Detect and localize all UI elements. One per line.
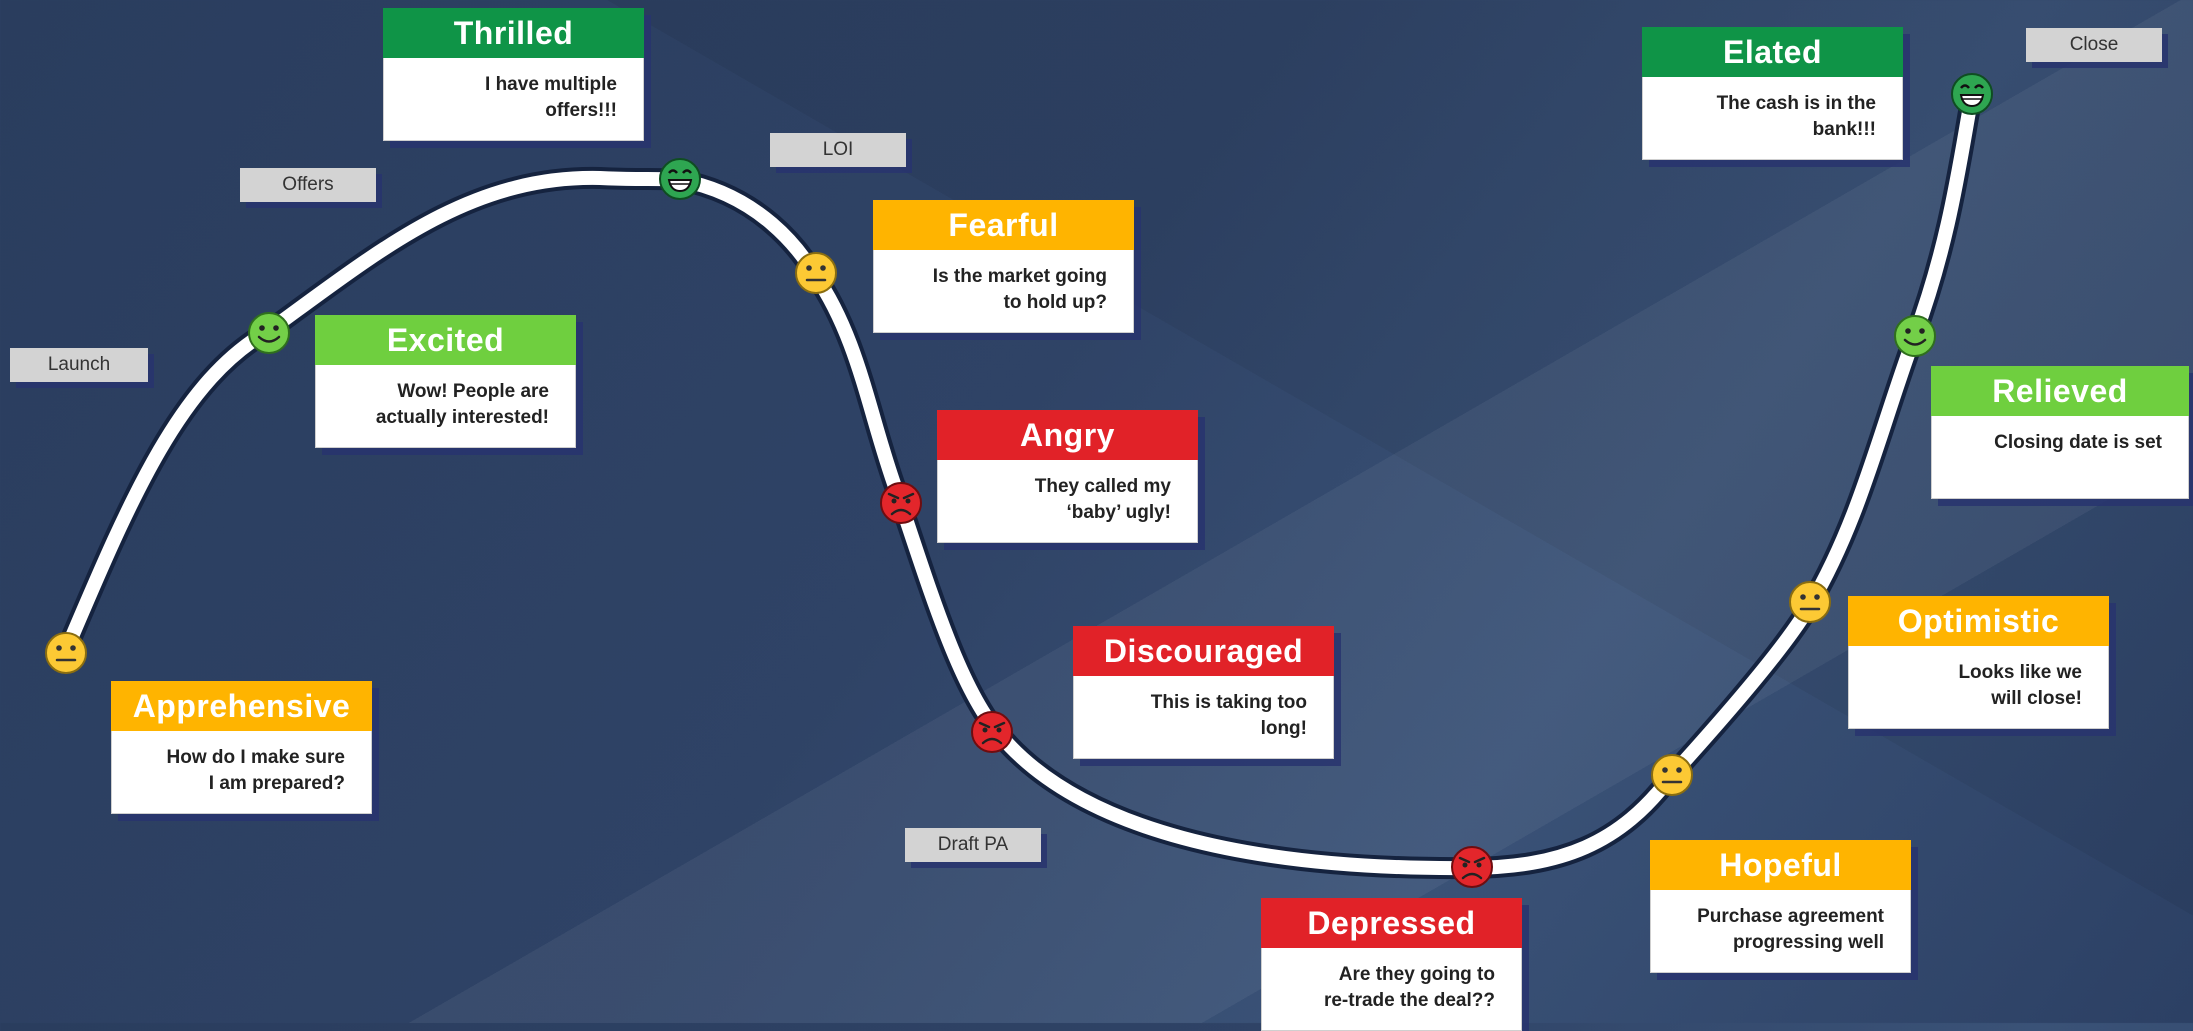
card-text-line: long! <box>1260 718 1307 739</box>
card-elated: Elated The cash is in the bank!!! <box>1642 27 1903 160</box>
card-hopeful: Hopeful Purchase agreement progressing w… <box>1650 840 1911 973</box>
neutral-face-icon <box>45 632 87 674</box>
card-title: Thrilled <box>383 8 644 58</box>
neutral-face-icon <box>1789 581 1831 623</box>
stage-loi: LOI <box>770 133 906 167</box>
neutral-face-icon <box>1651 754 1693 796</box>
card-text-line: ‘baby’ ugly! <box>1066 502 1171 523</box>
card-title: Elated <box>1642 27 1903 77</box>
card-text-line: Is the market going <box>932 266 1107 287</box>
card-excited: Excited Wow! People are actually interes… <box>315 315 576 448</box>
card-text: They called my ‘baby’ ugly! <box>937 460 1198 543</box>
stage-draft-pa: Draft PA <box>905 828 1041 862</box>
angry-face-icon <box>971 711 1013 753</box>
neutral-face-icon <box>795 252 837 294</box>
card-text: Is the market going to hold up? <box>873 250 1134 333</box>
card-angry: Angry They called my ‘baby’ ugly! <box>937 410 1198 543</box>
card-text-line: I am prepared? <box>208 773 345 794</box>
card-text-line: bank!!! <box>1812 119 1876 140</box>
card-text: Wow! People are actually interested! <box>315 365 576 448</box>
card-text: How do I make sure I am prepared? <box>111 731 372 814</box>
card-text-line: will close! <box>1991 688 2082 709</box>
card-text-line: Closing date is set <box>1994 432 2162 453</box>
card-text-line: actually interested! <box>375 407 549 428</box>
card-title: Depressed <box>1261 898 1522 948</box>
card-text-line: The cash is in the <box>1716 93 1876 114</box>
card-text-line: Are they going to <box>1338 964 1495 985</box>
card-optimistic: Optimistic Looks like we will close! <box>1848 596 2109 729</box>
smile-face-icon <box>248 312 290 354</box>
stage-launch: Launch <box>10 348 148 382</box>
card-text-line: I have multiple <box>485 74 617 95</box>
card-text-line: Looks like we <box>1958 662 2082 683</box>
angry-face-icon <box>1451 846 1493 888</box>
card-title: Hopeful <box>1650 840 1911 890</box>
card-title: Fearful <box>873 200 1134 250</box>
card-relieved: Relieved Closing date is set <box>1931 366 2189 499</box>
card-text-line: to hold up? <box>1003 292 1107 313</box>
card-text-line: This is taking too <box>1150 692 1307 713</box>
card-depressed: Depressed Are they going to re-trade the… <box>1261 898 1522 1031</box>
card-title: Relieved <box>1931 366 2189 416</box>
card-text: The cash is in the bank!!! <box>1642 77 1903 160</box>
card-text: I have multiple offers!!! <box>383 58 644 141</box>
card-thrilled: Thrilled I have multiple offers!!! <box>383 8 644 141</box>
card-text: Closing date is set <box>1931 416 2189 499</box>
card-title: Apprehensive <box>111 681 372 731</box>
card-title: Discouraged <box>1073 626 1334 676</box>
grin-face-icon <box>659 158 701 200</box>
stage-close: Close <box>2026 28 2162 62</box>
card-text-line: re-trade the deal?? <box>1323 990 1495 1011</box>
card-title: Angry <box>937 410 1198 460</box>
card-text-line: Wow! People are <box>397 381 549 402</box>
card-text-line: They called my <box>1034 476 1171 497</box>
angry-face-icon <box>880 482 922 524</box>
card-text: Are they going to re-trade the deal?? <box>1261 948 1522 1031</box>
card-text: Looks like we will close! <box>1848 646 2109 729</box>
card-text-line: progressing well <box>1733 932 1884 953</box>
grin-face-icon <box>1951 73 1993 115</box>
card-text-line: offers!!! <box>545 100 617 121</box>
card-title: Excited <box>315 315 576 365</box>
card-title: Optimistic <box>1848 596 2109 646</box>
stage-offers: Offers <box>240 168 376 202</box>
smile-face-icon <box>1894 315 1936 357</box>
card-fearful: Fearful Is the market going to hold up? <box>873 200 1134 333</box>
card-text: This is taking too long! <box>1073 676 1334 759</box>
card-discouraged: Discouraged This is taking too long! <box>1073 626 1334 759</box>
card-apprehensive: Apprehensive How do I make sure I am pre… <box>111 681 372 814</box>
card-text-line: How do I make sure <box>166 747 345 768</box>
card-text: Purchase agreement progressing well <box>1650 890 1911 973</box>
card-text-line: Purchase agreement <box>1697 906 1884 927</box>
